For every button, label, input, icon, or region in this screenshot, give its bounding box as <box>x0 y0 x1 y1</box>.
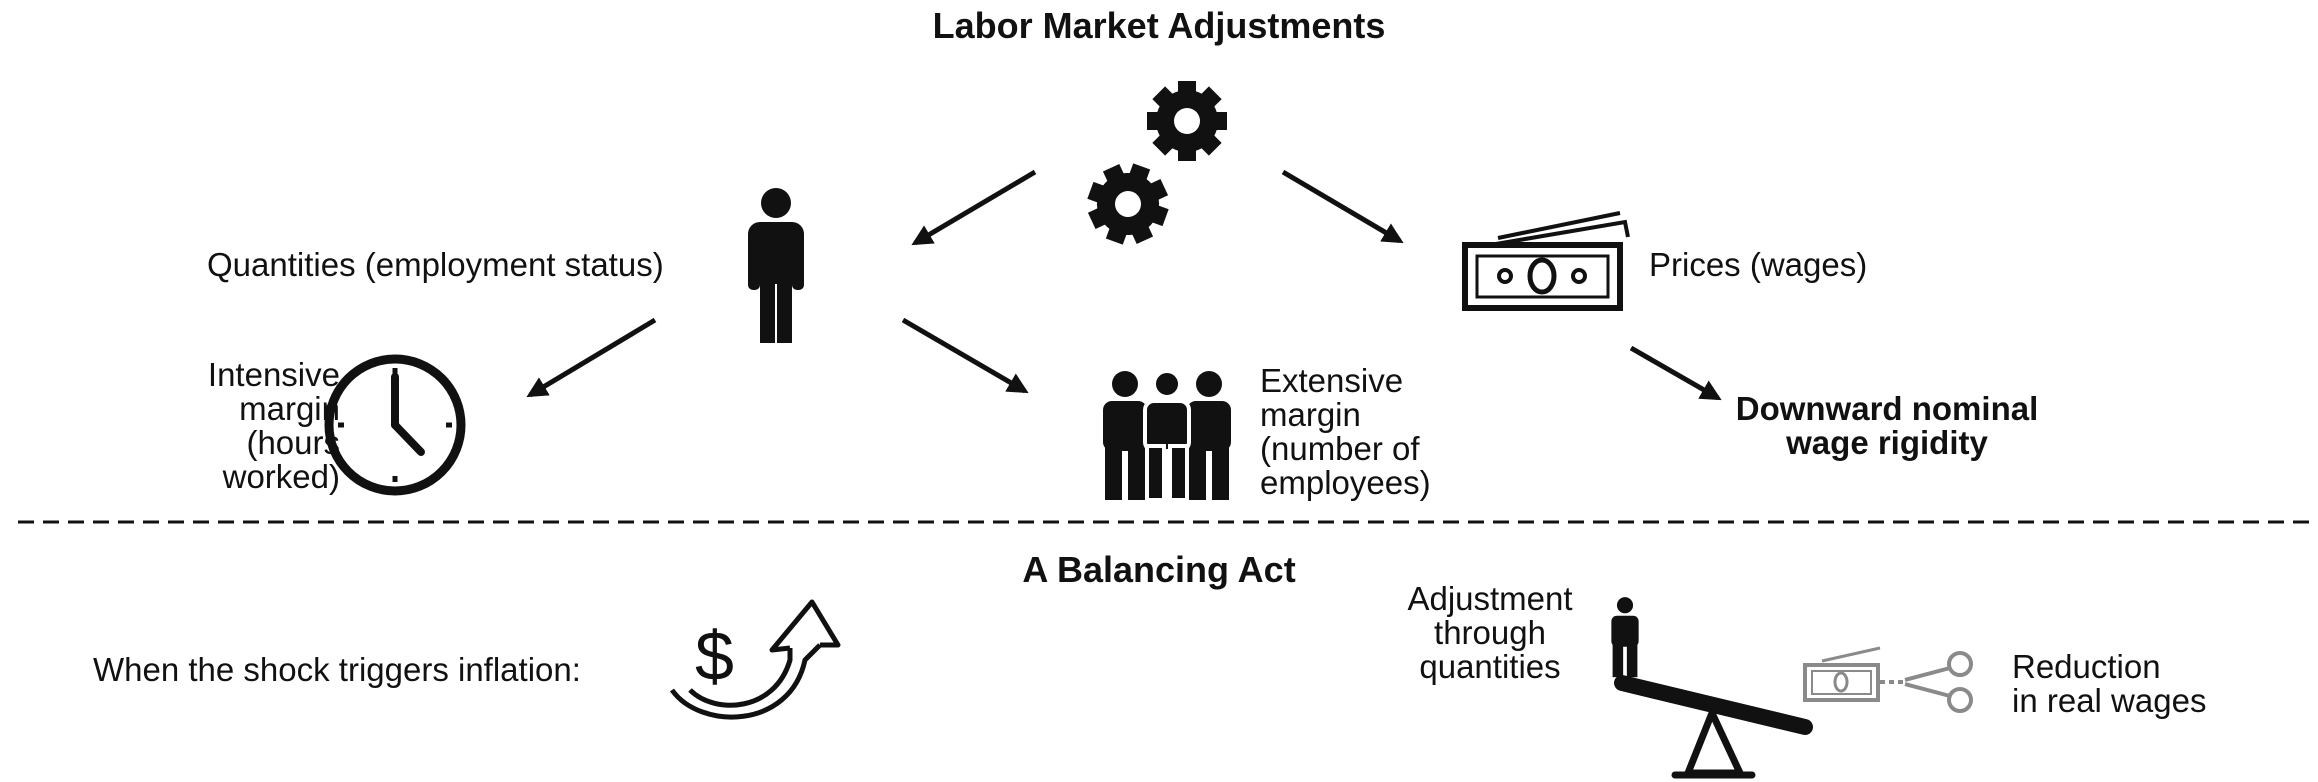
clock-icon <box>324 354 466 496</box>
money-icon <box>1462 211 1630 311</box>
small-money-icon <box>1803 646 1881 702</box>
scissors-icon <box>1880 651 1973 713</box>
group-icon <box>1103 369 1231 502</box>
real-wages-label: Reduction in real wages <box>2012 648 2207 719</box>
arrow-gears-to-prices <box>1281 169 1404 244</box>
arrow-quantities-to-extensive <box>901 317 1029 394</box>
quantities-adjustment-label: Adjustment through quantities <box>1407 580 1573 685</box>
arrow-quantities-to-intensive <box>526 317 657 398</box>
extensive-margin-label: Extensive margin (number of employees) <box>1260 362 1431 501</box>
person-icon <box>748 188 804 343</box>
quantities-label: Quantities (employment status) <box>207 246 664 283</box>
small-person-icon <box>1611 597 1639 678</box>
dollar-symbol: $ <box>695 617 734 695</box>
arrow-gears-to-quantities <box>911 169 1037 246</box>
top-title: Labor Market Adjustments <box>932 5 1386 46</box>
inflation-label: When the shock triggers inflation: <box>93 651 581 688</box>
gears-icon <box>1076 81 1227 256</box>
dollar-arrow-icon <box>669 599 841 720</box>
bottom-title: A Balancing Act <box>1022 549 1296 590</box>
seesaw-icon <box>1614 675 1813 779</box>
rigidity-label: Downward nominal wage rigidity <box>1735 390 2039 461</box>
intensive-margin-label: Intensive margin (hours worked) <box>207 356 340 495</box>
arrow-prices-to-rigidity <box>1629 345 1722 401</box>
prices-label: Prices (wages) <box>1649 246 1868 283</box>
